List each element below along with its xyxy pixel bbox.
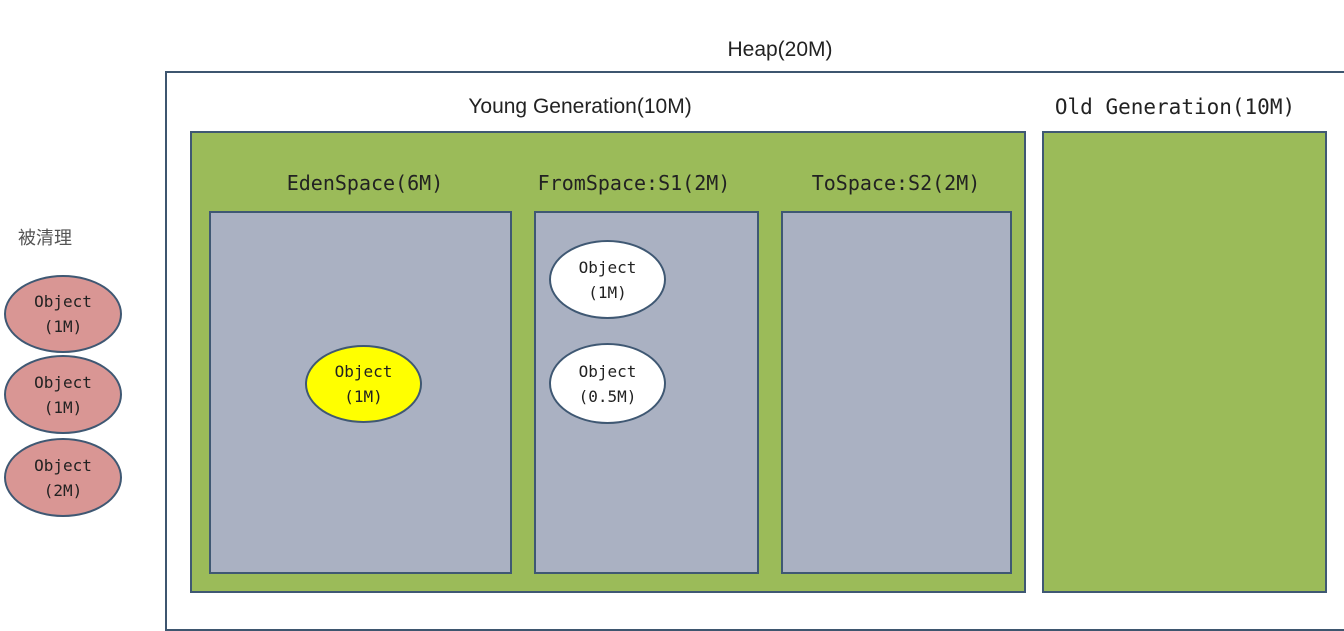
cleared-label: 被清理	[18, 228, 72, 249]
to-space-box	[781, 211, 1012, 574]
from-object-1m: Object (1M)	[549, 240, 666, 319]
object-size: (2M)	[43, 480, 83, 500]
cleared-object-1: Object (1M)	[4, 275, 122, 353]
object-label: Object	[34, 292, 92, 311]
from-space-title: FromSpace:S1(2M)	[537, 171, 731, 195]
object-size: (0.5M)	[578, 386, 637, 406]
cleared-object-2: Object (1M)	[4, 355, 122, 434]
object-size: (1M)	[43, 397, 83, 417]
object-size: (1M)	[588, 282, 627, 302]
cleared-object-3: Object (2M)	[4, 438, 122, 517]
eden-space-title: EdenSpace(6M)	[286, 171, 444, 195]
object-label: Object	[334, 362, 393, 381]
object-label: Object	[578, 257, 637, 277]
old-generation-box	[1042, 131, 1327, 593]
object-size: (1M)	[344, 387, 383, 406]
from-object-0-5m: Object (0.5M)	[549, 343, 666, 424]
eden-object-1m: Object (1M)	[305, 345, 422, 423]
object-label: Object	[34, 372, 92, 392]
object-label: Object	[578, 361, 637, 381]
old-generation-title: Old Generation(10M)	[1054, 95, 1296, 119]
young-generation-title: Young Generation(10M)	[468, 95, 692, 118]
to-space-title: ToSpace:S2(2M)	[811, 171, 981, 195]
object-size: (1M)	[43, 317, 83, 336]
heap-title: Heap(20M)	[727, 38, 833, 61]
object-label: Object	[34, 455, 92, 475]
